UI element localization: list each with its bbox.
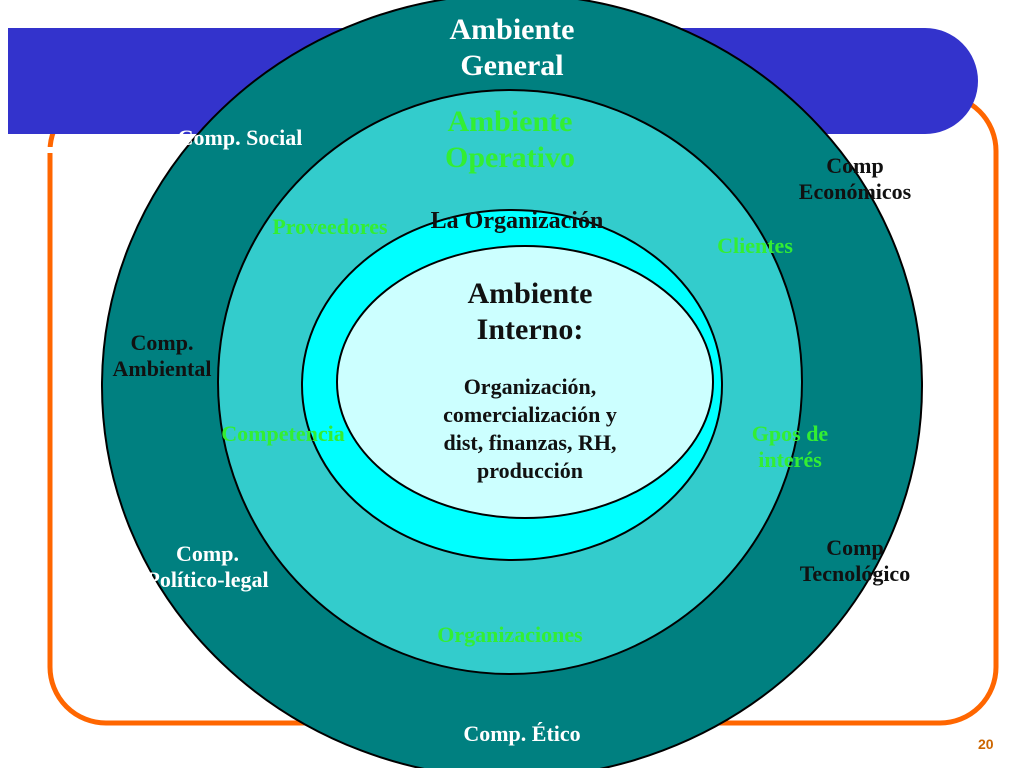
comp-ambiental-line1: Comp. — [130, 330, 194, 355]
ambiente-interno-body: Organización, comercialización y dist, f… — [395, 373, 665, 486]
clientes-line1: Clientes — [717, 233, 793, 258]
organizaciones-line1: Organizaciones — [437, 622, 583, 647]
grupos-interes-line1: Gpos de — [751, 421, 829, 446]
ambiente-general-title-line2: General — [460, 49, 564, 82]
ambiente-interno-title-line1: Ambiente — [467, 277, 593, 310]
comp-social-line1: Comp. Social — [177, 125, 303, 150]
comp-politico-legal-line2: Político-legal — [146, 567, 269, 593]
ambiente-operativo-title: Ambiente Operativo — [430, 104, 590, 176]
slide-number: 20 — [978, 736, 994, 752]
comp-etico-label: Comp. Ético — [432, 721, 612, 747]
proveedores-line1: Proveedores — [272, 214, 388, 239]
ambiente-interno-body-line2: comercialización y — [443, 402, 617, 428]
competencia-label: Competencia — [203, 421, 363, 447]
comp-politico-legal-label: Comp. Político-legal — [120, 541, 295, 594]
comp-economico-label: Comp Económicos — [770, 153, 940, 206]
comp-tecnologico-line2: Tecnológico — [799, 561, 911, 587]
comp-social-label: Comp. Social — [150, 125, 330, 151]
grupos-interes-line2: interés — [758, 447, 822, 473]
comp-politico-legal-line1: Comp. — [176, 541, 239, 566]
ambiente-general-title-line1: Ambiente — [449, 13, 575, 46]
ambiente-operativo-title-line1: Ambiente — [447, 105, 573, 138]
comp-tecnologico-label: Comp Tecnológico — [770, 535, 940, 588]
comp-economico-line1: Comp — [826, 153, 884, 178]
competencia-line1: Competencia — [221, 421, 345, 446]
organizacion-title: La Organización — [430, 208, 604, 234]
clientes-label: Clientes — [695, 233, 815, 259]
proveedores-label: Proveedores — [250, 214, 410, 240]
comp-economico-line2: Económicos — [798, 179, 912, 205]
ambiente-interno-title-line2: Interno: — [476, 313, 584, 346]
ambiente-operativo-title-line2: Operativo — [445, 141, 575, 174]
comp-ambiental-line2: Ambiental — [112, 356, 212, 382]
comp-etico-line1: Comp. Ético — [463, 721, 581, 746]
organizaciones-label: Organizaciones — [395, 622, 625, 648]
ambiente-interno-title: Ambiente Interno: — [430, 276, 630, 348]
ambiente-interno-body-line3: dist, finanzas, RH, — [443, 430, 617, 456]
ambiente-interno-body-line1: Organización, — [463, 374, 597, 399]
ambiente-interno-core — [336, 245, 714, 519]
comp-tecnologico-line1: Comp — [826, 535, 884, 560]
grupos-interes-label: Gpos de interés — [725, 421, 855, 474]
comp-ambiental-label: Comp. Ambiental — [92, 330, 232, 383]
ambiente-general-title: Ambiente General — [432, 12, 592, 84]
ambiente-interno-body-line4: producción — [477, 458, 583, 484]
